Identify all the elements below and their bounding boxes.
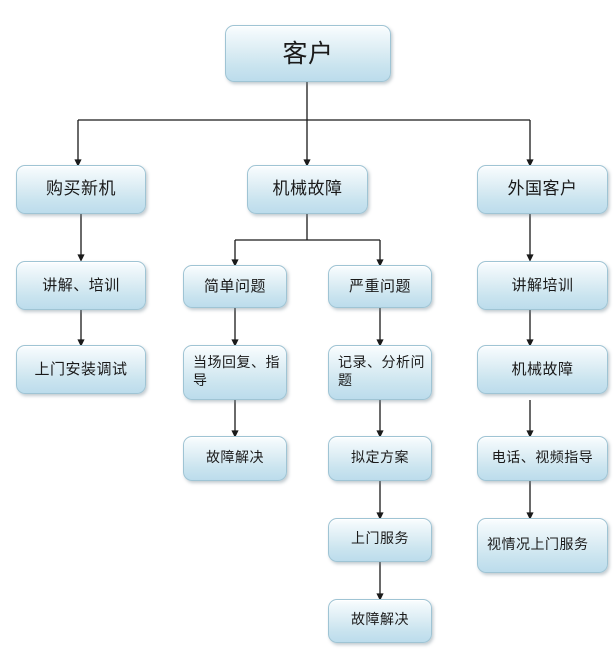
node-severe-step-4[interactable]: 故障解决 — [328, 599, 432, 643]
node-simple-problem[interactable]: 简单问题 — [183, 265, 287, 308]
node-label: 拟定方案 — [351, 449, 409, 466]
node-root-customer[interactable]: 客户 — [225, 25, 391, 82]
node-right-step-1[interactable]: 讲解培训 — [477, 261, 608, 310]
node-right-step-2[interactable]: 机械故障 — [477, 345, 608, 394]
node-label: 当场回复、指导 — [193, 354, 280, 389]
node-simple-step-2[interactable]: 故障解决 — [183, 436, 287, 481]
node-left-step-2[interactable]: 上门安装调试 — [16, 345, 146, 394]
node-label: 电话、视频指导 — [491, 449, 594, 466]
node-label: 机械故障 — [272, 178, 343, 199]
node-label: 视情况上门服务 — [487, 536, 589, 553]
node-label: 客户 — [282, 38, 334, 68]
node-label: 讲解培训 — [511, 275, 574, 294]
node-mechanical-fault[interactable]: 机械故障 — [247, 165, 368, 214]
node-right-step-4[interactable]: 视情况上门服务 — [477, 518, 608, 573]
node-label: 讲解、培训 — [42, 275, 120, 294]
node-label: 外国客户 — [507, 178, 578, 199]
node-label: 上门服务 — [351, 531, 409, 548]
node-label: 机械故障 — [511, 359, 574, 378]
node-label: 购买新机 — [46, 178, 116, 199]
node-label: 上门安装调试 — [34, 359, 128, 378]
node-foreign-customer[interactable]: 外国客户 — [477, 165, 608, 214]
node-label: 故障解决 — [206, 449, 264, 466]
node-label: 故障解决 — [351, 612, 409, 629]
node-severe-step-3[interactable]: 上门服务 — [328, 518, 432, 562]
node-right-step-3[interactable]: 电话、视频指导 — [477, 436, 608, 481]
node-label: 记录、分析问题 — [338, 354, 425, 389]
node-severe-problem[interactable]: 严重问题 — [328, 265, 432, 308]
node-buy-new-machine[interactable]: 购买新机 — [16, 165, 146, 214]
node-label: 严重问题 — [348, 276, 411, 295]
node-severe-step-1[interactable]: 记录、分析问题 — [328, 345, 432, 400]
node-left-step-1[interactable]: 讲解、培训 — [16, 261, 146, 310]
node-label: 简单问题 — [203, 276, 266, 295]
node-severe-step-2[interactable]: 拟定方案 — [328, 436, 432, 481]
node-simple-step-1[interactable]: 当场回复、指导 — [183, 345, 287, 400]
